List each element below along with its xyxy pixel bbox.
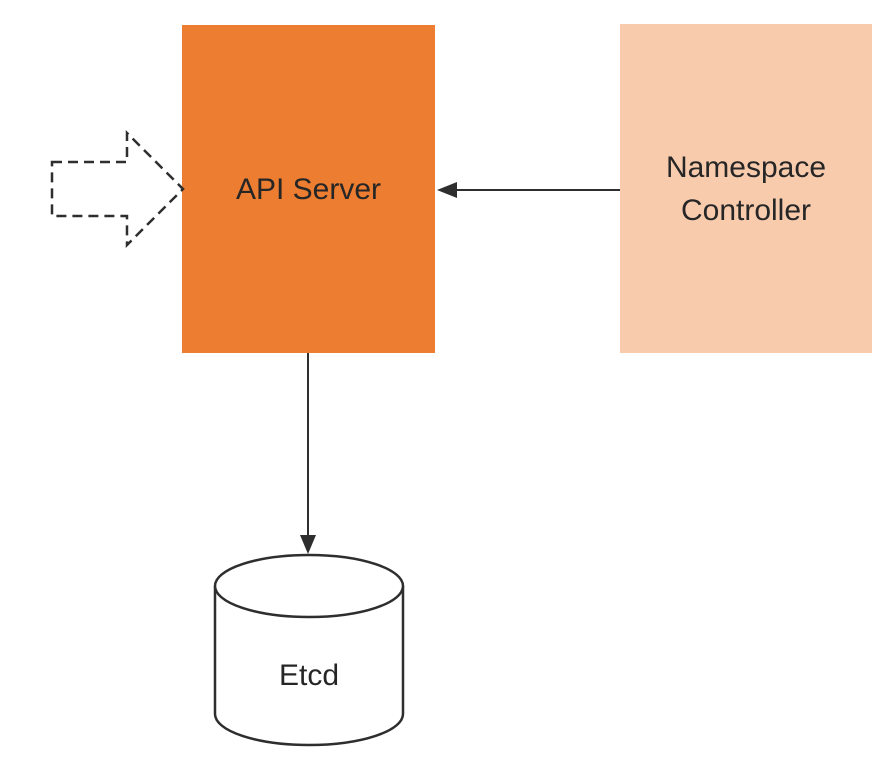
api-server-box bbox=[182, 25, 435, 353]
namespace-controller-box bbox=[620, 24, 872, 353]
arrow-namespace-to-api bbox=[437, 182, 620, 198]
etcd-cylinder-body bbox=[213, 586, 405, 747]
arrow-namespace-to-api-head bbox=[437, 182, 457, 198]
etcd-cylinder bbox=[213, 553, 405, 747]
dashed-request-arrow bbox=[50, 129, 185, 249]
etcd-cylinder-top bbox=[213, 553, 405, 619]
arrow-api-to-etcd-head bbox=[300, 535, 316, 554]
arrow-api-to-etcd bbox=[300, 353, 316, 554]
